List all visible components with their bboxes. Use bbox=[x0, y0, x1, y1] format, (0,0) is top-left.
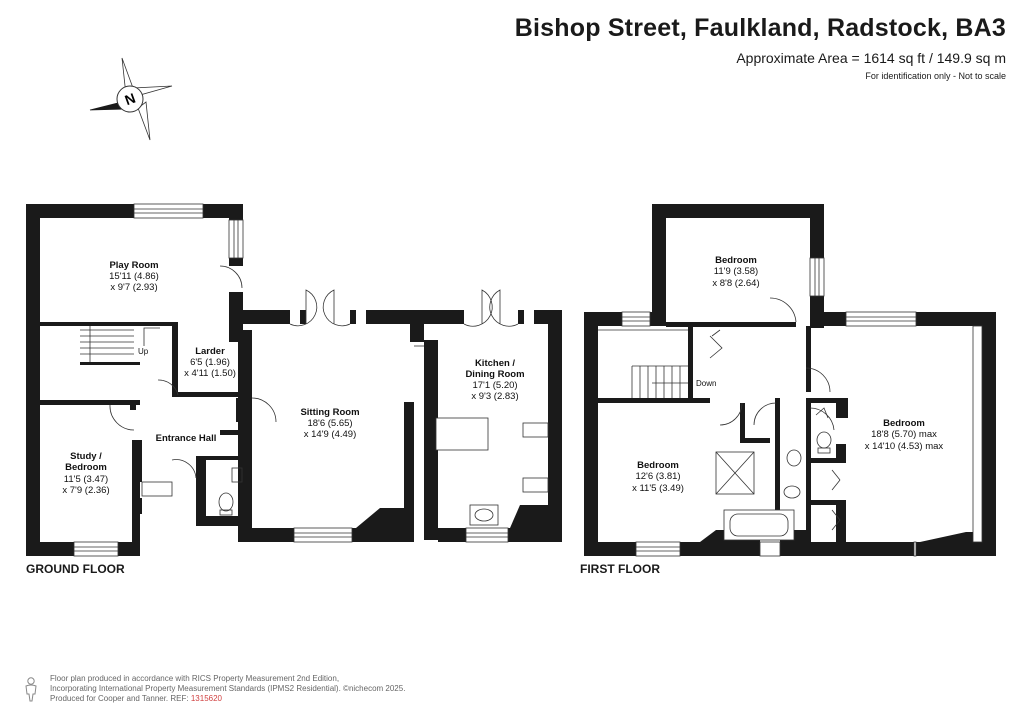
bedroom-right-name: Bedroom bbox=[883, 418, 925, 429]
ground-floor-plan bbox=[26, 204, 562, 556]
kitchen-name-line2: Dining Room bbox=[465, 369, 524, 380]
stairs-down-label: Down bbox=[696, 379, 716, 388]
bedroom-right-dim1: 18'8 (5.70) max bbox=[871, 429, 937, 440]
play-room-name: Play Room bbox=[109, 260, 158, 271]
larder-dim2: x 4'11 (1.50) bbox=[184, 368, 236, 379]
bedroom-right-dim2: x 14'10 (4.53) max bbox=[865, 441, 944, 452]
footer-ref-number: 1315620 bbox=[190, 694, 223, 703]
ground-floor-fixtures bbox=[73, 203, 549, 557]
compass-icon: N bbox=[89, 57, 173, 141]
sitting-room-name: Sitting Room bbox=[300, 407, 359, 418]
footer-line-3: Produced for Cooper and Tanner. REF: 131… bbox=[50, 694, 405, 704]
footer-notes: Floor plan produced in accordance with R… bbox=[50, 674, 405, 704]
study-name-line1: Study / bbox=[70, 451, 102, 462]
ground-floor-labels: Play Room 15'11 (4.86) x 9'7 (2.93) Up L… bbox=[62, 260, 524, 496]
bedroom-top-name: Bedroom bbox=[715, 255, 757, 266]
play-room-dim1: 15'11 (4.86) bbox=[109, 271, 159, 282]
sitting-room-dim1: 18'6 (5.65) bbox=[307, 418, 352, 429]
approximate-area: Approximate Area = 1614 sq ft / 149.9 sq… bbox=[736, 50, 1006, 66]
kitchen-dim2: x 9'3 (2.83) bbox=[471, 391, 518, 402]
footer-standards: Incorporating International Property Mea… bbox=[50, 684, 341, 693]
bedroom-top-dim2: x 8'8 (2.64) bbox=[712, 278, 759, 289]
entrance-hall-name: Entrance Hall bbox=[156, 433, 217, 444]
first-floor-labels: Bedroom 11'9 (3.58) x 8'8 (2.64) Down Be… bbox=[632, 255, 943, 494]
footer-line-1: Floor plan produced in accordance with R… bbox=[50, 674, 340, 683]
study-dim1: 11'5 (3.47) bbox=[64, 474, 108, 485]
bedroom-top-dim1: 11'9 (3.58) bbox=[714, 266, 758, 277]
page-title: Bishop Street, Faulkland, Radstock, BA3 bbox=[514, 14, 1006, 42]
study-name-line2: Bedroom bbox=[65, 462, 107, 473]
person-icon bbox=[25, 677, 37, 702]
bedroom-left-dim1: 12'6 (3.81) bbox=[635, 471, 680, 482]
scale-note: For identification only - Not to scale bbox=[865, 71, 1006, 81]
footer-copyright: ©nichecom 2025. bbox=[343, 684, 406, 693]
play-room-dim2: x 9'7 (2.93) bbox=[110, 282, 157, 293]
larder-name: Larder bbox=[195, 346, 225, 357]
larder-dim1: 6'5 (1.96) bbox=[190, 357, 230, 368]
kitchen-dim1: 17'1 (5.20) bbox=[472, 380, 517, 391]
sitting-room-dim2: x 14'9 (4.49) bbox=[304, 429, 357, 440]
first-floor-fixtures bbox=[598, 257, 983, 557]
study-dim2: x 7'9 (2.36) bbox=[62, 485, 109, 496]
first-floor-plan bbox=[584, 204, 996, 556]
bedroom-left-dim2: x 11'5 (3.49) bbox=[632, 483, 684, 494]
ground-floor-label: GROUND FLOOR bbox=[26, 562, 125, 576]
bedroom-left-name: Bedroom bbox=[637, 460, 679, 471]
kitchen-name-line1: Kitchen / bbox=[475, 358, 515, 369]
footer-produced-for: Produced for Cooper and Tanner. bbox=[50, 694, 169, 703]
first-floor-label: FIRST FLOOR bbox=[580, 562, 660, 576]
footer-line-2: Incorporating International Property Mea… bbox=[50, 684, 405, 694]
stairs-up-label: Up bbox=[138, 347, 149, 356]
footer-ref-label: REF: bbox=[170, 694, 189, 703]
